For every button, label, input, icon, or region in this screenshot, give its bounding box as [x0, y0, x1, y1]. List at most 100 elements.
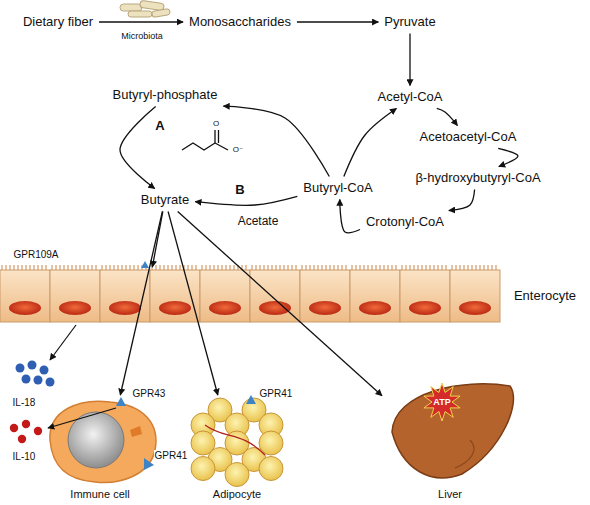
line-shape: [225, 265, 226, 270]
line-shape: [263, 265, 264, 270]
line-shape: [1, 265, 2, 270]
line-shape: [201, 265, 202, 270]
metabolite-node: Pyruvate: [381, 14, 438, 31]
metabolite-node: Butyryl-phosphate: [110, 87, 221, 104]
line-shape: [433, 265, 434, 270]
circle-shape: [46, 378, 55, 387]
node-text: Enterocyte: [514, 289, 576, 304]
line-shape: [155, 265, 156, 270]
butyrate-structure: [182, 130, 228, 150]
node-text: ATP: [433, 397, 450, 407]
ellipse-shape: [209, 301, 241, 315]
line-shape: [405, 265, 406, 270]
line-shape: [55, 265, 56, 270]
rect-shape: [150, 270, 200, 322]
line-shape: [313, 265, 314, 270]
rect-shape: [300, 270, 350, 322]
line-shape: [441, 265, 442, 270]
line-shape: [9, 265, 10, 270]
line-shape: [221, 265, 222, 270]
line-shape: [363, 265, 364, 270]
path-shape: [50, 401, 156, 482]
line-shape: [395, 265, 396, 270]
line-shape: [245, 265, 246, 270]
microbiota-icon: [120, 0, 170, 17]
line-shape: [467, 265, 468, 270]
path-shape: [205, 425, 265, 455]
pathway-arrow: [437, 108, 458, 125]
line-shape: [113, 265, 114, 270]
rect-shape: [350, 270, 400, 322]
circle-shape: [34, 427, 42, 435]
line-shape: [91, 265, 92, 270]
circle-shape: [28, 361, 37, 370]
rect-shape: [400, 270, 450, 322]
line-shape: [421, 265, 422, 270]
line-shape: [25, 265, 26, 270]
metabolite-node: Butyrate: [138, 192, 192, 209]
rect-shape: [50, 270, 100, 322]
line-shape: [67, 265, 68, 270]
line-shape: [29, 265, 30, 270]
immune-cell-figure: [50, 397, 156, 483]
rect-shape: [140, 0, 165, 10]
line-shape: [495, 265, 496, 270]
line-shape: [37, 265, 38, 270]
line-shape: [483, 265, 484, 270]
line-shape: [137, 265, 138, 270]
polyline-shape: [182, 143, 215, 150]
line-shape: [275, 265, 276, 270]
annotation-label: GPR43: [132, 388, 167, 399]
receptor-triangle: [141, 261, 149, 268]
il18-dots: [16, 361, 55, 387]
line-shape: [305, 265, 306, 270]
annotation-label: O: [212, 120, 220, 129]
line-shape: [309, 265, 310, 270]
cell-region: Adipocyte: [185, 398, 290, 485]
node-text: Butyryl-CoA: [303, 181, 372, 196]
annotation-label: GPR41: [154, 450, 189, 461]
line-shape: [337, 265, 338, 270]
line-shape: [163, 265, 164, 270]
pathway-arrow: [498, 148, 518, 166]
node-text: Dietary fiber: [23, 15, 93, 30]
polygon-shape: [424, 383, 460, 421]
line-shape: [351, 265, 352, 270]
annotation-label: B: [234, 183, 245, 197]
rect-shape: [128, 11, 152, 17]
secretion-arrow: [50, 325, 76, 360]
line-shape: [191, 265, 192, 270]
line-shape: [491, 265, 492, 270]
enterocyte-layer: [0, 265, 500, 322]
line-shape: [463, 265, 464, 270]
line-shape: [214, 130, 215, 143]
line-shape: [259, 265, 260, 270]
line-shape: [17, 265, 18, 270]
pathway-arrow: [178, 211, 382, 395]
circle-shape: [22, 375, 31, 384]
line-shape: [179, 265, 180, 270]
line-shape: [195, 265, 196, 270]
line-shape: [59, 265, 60, 270]
line-shape: [341, 265, 342, 270]
metabolite-node: Dietary fiber: [20, 14, 96, 31]
line-shape: [429, 265, 430, 270]
metabolite-node: Acetyl-CoA: [374, 89, 445, 106]
ellipse-shape: [259, 301, 291, 315]
annotation-label: GPR109A: [12, 249, 59, 260]
metabolite-node: Monosaccharides: [186, 14, 294, 31]
node-text: Adipocyte: [213, 488, 261, 501]
rect-shape: [120, 4, 142, 11]
line-shape: [301, 265, 302, 270]
line-shape: [283, 265, 284, 270]
pathway-arrow: [120, 211, 162, 395]
pathway-arrow: [344, 108, 397, 176]
line-shape: [215, 143, 228, 150]
line-shape: [133, 265, 134, 270]
circle-shape: [68, 412, 124, 468]
line-shape: [383, 265, 384, 270]
node-text: Liver: [438, 488, 462, 501]
line-shape: [345, 265, 346, 270]
